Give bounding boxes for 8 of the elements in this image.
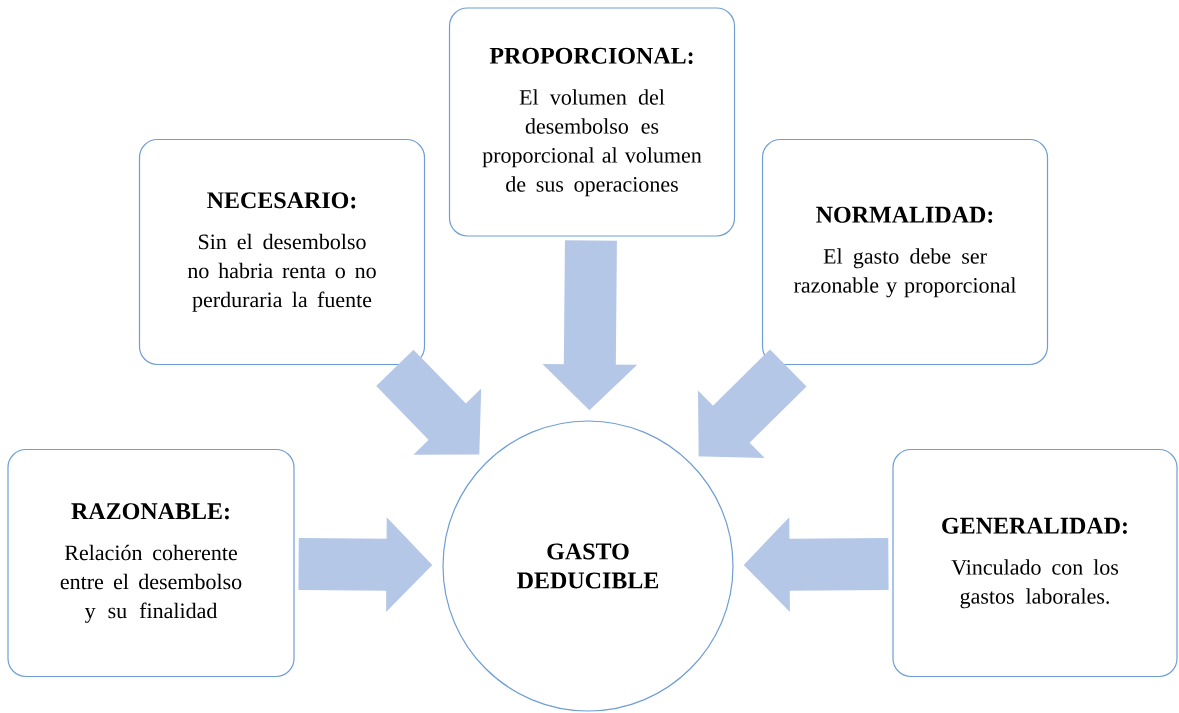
block-arrow	[698, 349, 807, 458]
text-box: NECESARIO: Sin el desembolso no habria renta o no perduraria la fuente	[138, 138, 426, 366]
circle-node: GASTO DEDUCIBLE	[442, 420, 734, 712]
text-box: PROPORCIONAL: El volumen del desembolso es proporcional al volumen de sus operaciones	[448, 7, 736, 237]
text-box: RAZONABLE: Relación coherente entre el desembolso y su finalidad	[7, 448, 295, 678]
block-arrow	[376, 349, 482, 455]
text-box: GENERALIDAD: Vinculado con los gastos laborales.	[892, 448, 1178, 678]
text-box: NORMALIDAD: El gasto debe ser razonable y proporcional	[761, 138, 1049, 366]
